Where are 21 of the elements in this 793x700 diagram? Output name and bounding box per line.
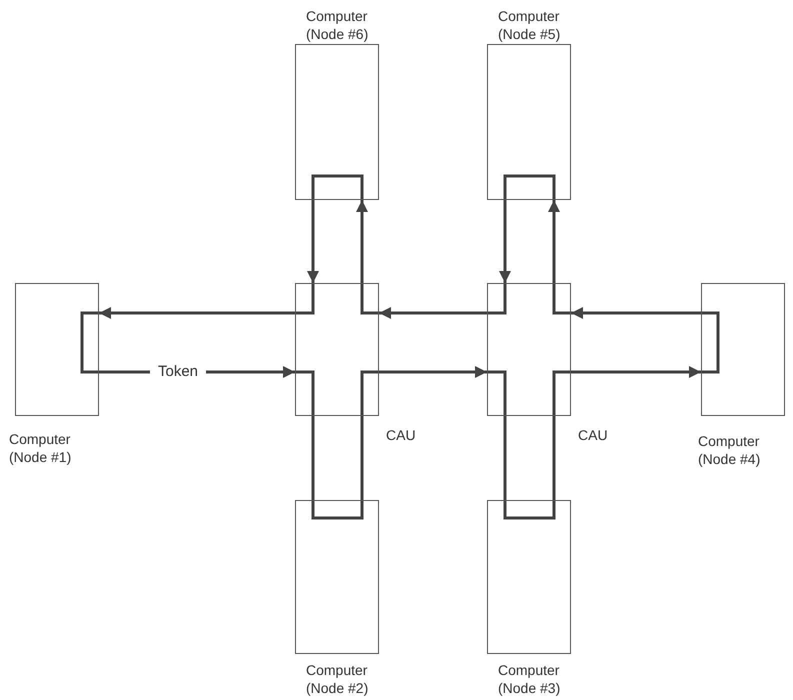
connector-line xyxy=(312,416,314,500)
arrow xyxy=(379,307,487,319)
arrow xyxy=(499,200,511,283)
connector-line xyxy=(360,416,364,500)
node-label: Computer (Node #6) xyxy=(306,7,370,43)
arrow xyxy=(356,200,368,283)
node-label: Computer (Node #5) xyxy=(498,7,562,43)
arrow xyxy=(548,200,560,283)
arrow xyxy=(307,200,319,283)
arrow xyxy=(99,307,295,319)
node-label: Computer (Node #3) xyxy=(498,661,562,697)
node-label: Computer (Node #1) xyxy=(9,430,72,466)
connector-line xyxy=(552,416,556,500)
arrow xyxy=(571,366,701,378)
arrow xyxy=(571,307,701,319)
connector-line xyxy=(504,416,506,500)
arrow xyxy=(379,366,487,378)
node-label: CAU xyxy=(578,426,609,444)
node-label: Computer (Node #4) xyxy=(698,432,762,468)
node-label: Computer (Node #2) xyxy=(306,661,370,697)
node-label: CAU xyxy=(386,426,417,444)
